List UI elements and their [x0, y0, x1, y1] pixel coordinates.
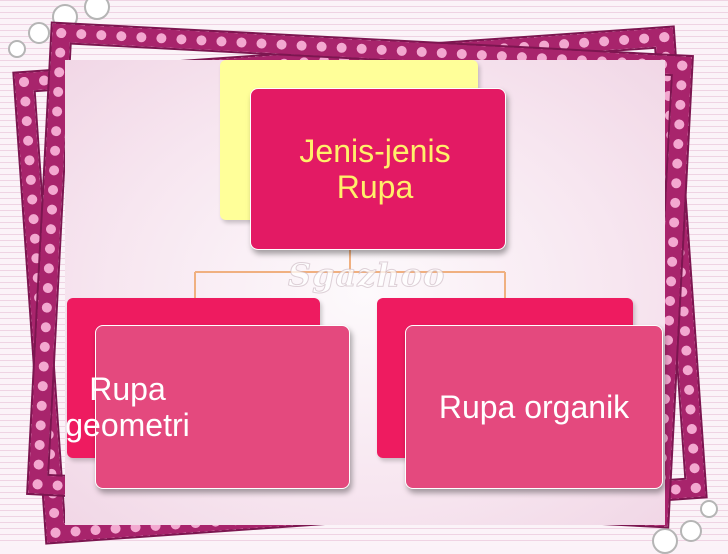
decorative-circle	[8, 40, 26, 58]
child-node-label: Rupa geometri	[65, 371, 190, 443]
decorative-circle	[28, 22, 50, 44]
decorative-circle	[700, 500, 718, 518]
child-node-organik: Rupa organik	[405, 325, 663, 489]
child-node-label: Rupa organik	[438, 389, 630, 425]
root-node: Jenis-jenis Rupa	[250, 88, 506, 250]
decorative-circle	[680, 520, 702, 542]
decorative-circle	[84, 0, 110, 20]
root-node-label: Jenis-jenis Rupa	[299, 133, 451, 205]
child-node-geometri: Rupa geometri	[65, 325, 350, 489]
watermark: Sgazhoo	[287, 256, 446, 295]
